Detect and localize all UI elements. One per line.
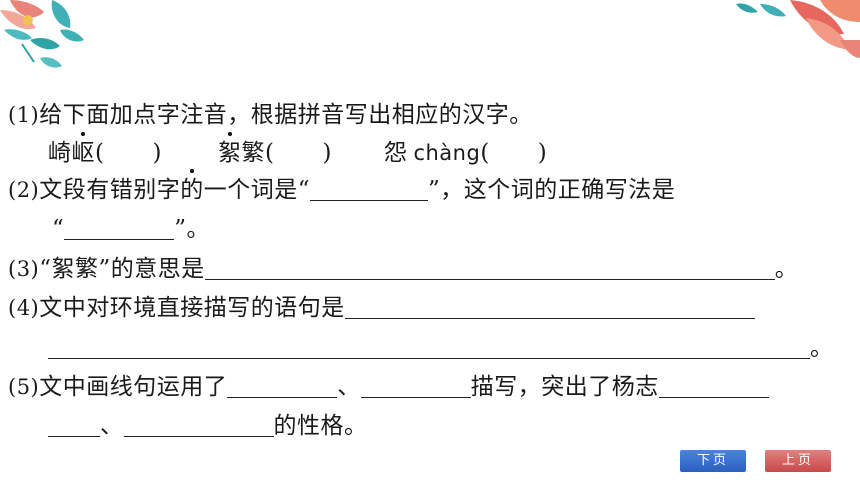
pinyin: chàng [413, 141, 481, 165]
answer-blank[interactable] [310, 172, 429, 201]
question-5-line-2: 、的性格。 [48, 408, 368, 444]
question-5-line: (5)文中画线句运用了、描写，突出了杨志 [8, 369, 769, 405]
question-4-line: (4)文中对环境直接描写的语句是 [8, 290, 755, 326]
dotted-char: 絮 [218, 132, 242, 171]
answer-blank[interactable] [227, 369, 338, 398]
answer-blank[interactable] [344, 290, 755, 319]
question-2-line: (2)文段有错别字的一个词是“”，这个词的正确写法是 [8, 169, 675, 208]
answer-blank[interactable] [48, 408, 100, 437]
word-1: 崎岖 [48, 132, 95, 166]
question-4-number: (4) [8, 296, 40, 320]
dotted-char: 岖 [72, 132, 96, 171]
answer-blank[interactable] [204, 251, 775, 280]
answer-blank[interactable] [658, 369, 769, 398]
question-2-line-2: “”。 [52, 211, 210, 247]
leaf-decoration-left [0, 0, 84, 68]
leaf-decoration-right [736, 0, 860, 58]
word-2: 絮繁 [218, 132, 265, 166]
question-3-number: (3) [8, 257, 40, 281]
previous-page-button[interactable]: 上页 [765, 450, 831, 472]
question-1-number: (1) [8, 103, 40, 127]
answer-blank[interactable] [123, 408, 274, 437]
answer-blank[interactable] [360, 369, 471, 398]
dotted-char: 的 [180, 169, 204, 208]
question-2-number: (2) [8, 178, 40, 202]
question-1-line: (1)给下面加点字注音，根据拼音写出相应的汉字。 [8, 97, 533, 133]
question-1-text: 给下面加点字注音，根据拼音写出相应的汉字。 [39, 102, 533, 128]
question-5-number: (5) [8, 375, 40, 399]
next-page-button[interactable]: 下页 [680, 450, 746, 472]
question-3-line: (3)“絮繁”的意思是。 [8, 251, 798, 287]
answer-blank[interactable] [48, 330, 810, 359]
answer-blank[interactable] [64, 211, 175, 240]
question-4-line-2: 。 [48, 330, 834, 366]
